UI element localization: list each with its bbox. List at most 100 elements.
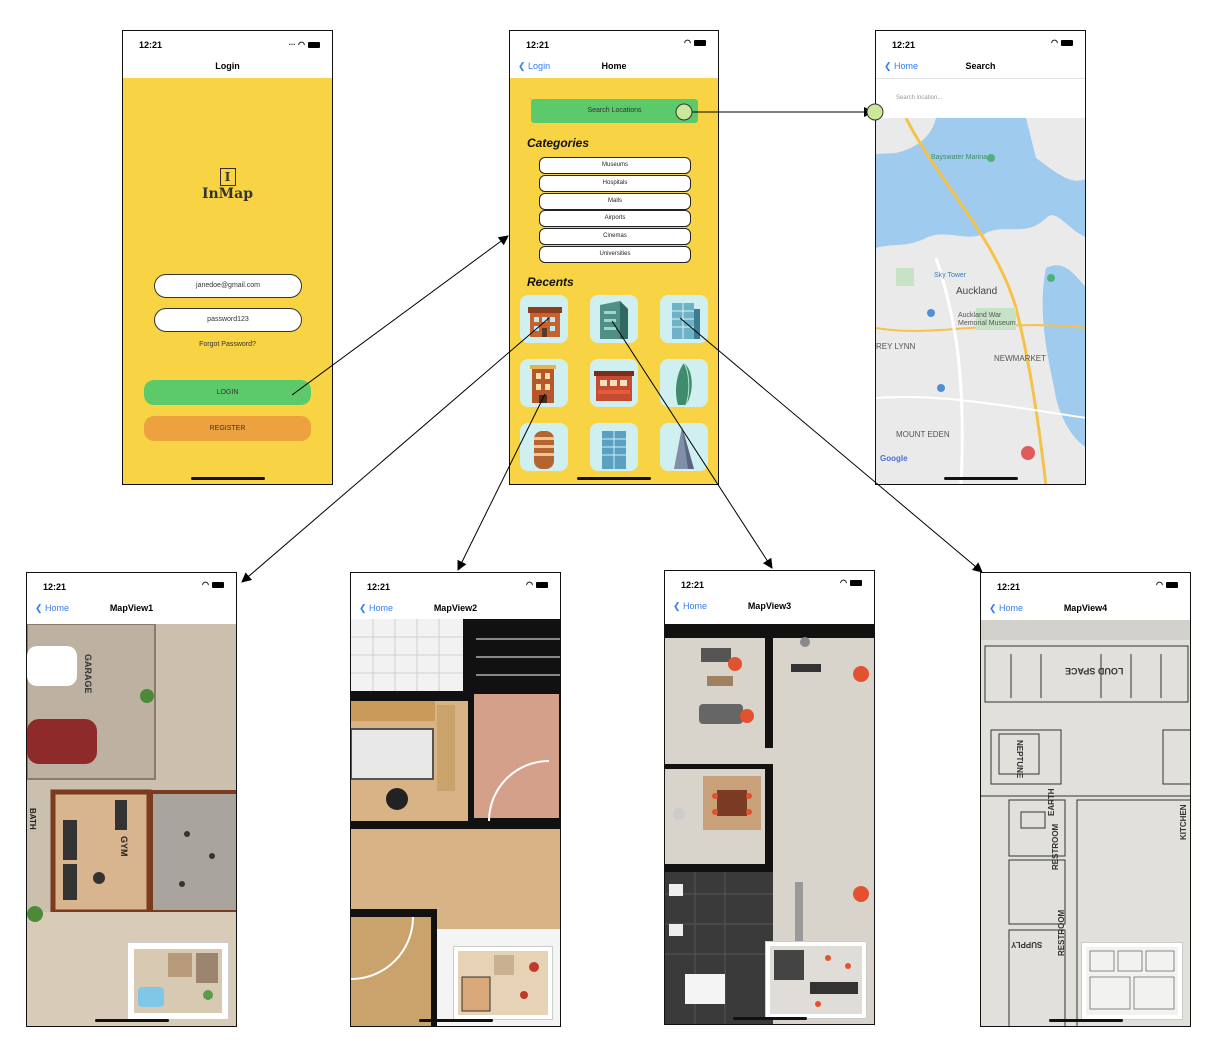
login-button[interactable]: LOGIN (144, 380, 311, 405)
status-bar: 12:21 ◠ (665, 571, 874, 597)
back-button[interactable]: ❮ Home (989, 603, 1023, 614)
battery-icon (308, 41, 320, 48)
status-bar: 12:21 ◠ (351, 573, 560, 599)
nav-bar: ❮ Home MapView1 (27, 599, 236, 619)
status-icons: ····◠ (288, 40, 320, 49)
recent-building-2[interactable] (590, 295, 638, 343)
mapview2-screen: 12:21 ◠ ❮ Home MapView2 (350, 572, 561, 1027)
category-cinemas[interactable]: Cinemas (539, 228, 691, 245)
recent-building-7[interactable] (520, 423, 568, 471)
wifi-icon: ◠ (298, 39, 305, 49)
register-button[interactable]: REGISTER (144, 416, 311, 441)
back-label: Home (683, 601, 708, 611)
google-logo: Google (880, 454, 908, 463)
floorplan-view[interactable] (665, 624, 874, 1024)
map-view[interactable]: Sky Tower Bayswater Marina Auckland Auck… (876, 118, 1085, 484)
password-field[interactable]: password123 (154, 308, 302, 332)
wifi-icon: ◠ (1051, 38, 1058, 47)
floorplan-view[interactable]: GARAGE GYM BATH (27, 624, 236, 1026)
status-time: 12:21 (139, 40, 163, 50)
minimap-graphic (458, 951, 548, 1015)
building-icon (602, 431, 626, 469)
back-button[interactable]: ❮ Home (673, 601, 707, 612)
building-icon (676, 362, 692, 406)
back-label: Home (369, 603, 394, 613)
category-museums[interactable]: Museums (539, 157, 691, 174)
nav-title: Login (215, 61, 240, 71)
back-button[interactable]: ❮ Home (884, 61, 918, 72)
category-malls[interactable]: Malls (539, 193, 691, 210)
status-time: 12:21 (43, 582, 67, 592)
status-bar: 12:21 ◠ (981, 573, 1190, 599)
room-label-earth: EARTH (1047, 788, 1056, 816)
nav-title: MapView3 (747, 601, 792, 611)
room-label-restroom-1: RESTROOM (1051, 823, 1060, 870)
recent-building-9[interactable] (660, 423, 708, 471)
floorplan-view[interactable] (351, 619, 560, 1026)
battery-icon (850, 580, 862, 586)
status-time: 12:21 (892, 40, 916, 50)
nav-title: Search (965, 61, 996, 71)
recent-building-6[interactable] (660, 359, 708, 407)
floorplan-view[interactable]: LOUD SPACE NEPTUNE EARTH KITCHEN RESTROO… (981, 620, 1190, 1026)
building-icon (530, 365, 556, 403)
map-label-newmarket: NEWMARKET (994, 354, 1046, 363)
minimap-graphic (1086, 947, 1178, 1015)
status-icons: ◠ (526, 581, 548, 589)
room-label-gym: GYM (119, 836, 129, 857)
battery-icon (536, 582, 548, 588)
back-label: Login (528, 61, 551, 71)
logo-text: InMap (201, 186, 254, 202)
minimap-thumbnail[interactable] (127, 942, 229, 1020)
recent-building-1[interactable] (520, 295, 568, 343)
map-label-museum: Auckland War Memorial Museum (958, 312, 1016, 327)
recent-building-8[interactable] (590, 423, 638, 471)
search-input[interactable]: Search location... (876, 78, 1085, 118)
back-button[interactable]: ❮ Login (518, 61, 550, 72)
status-icons: ◠ (684, 39, 706, 47)
nav-bar: ❮ Home MapView4 (981, 599, 1190, 619)
status-time: 12:21 (997, 582, 1021, 592)
search-locations-button[interactable]: Search Locations (531, 99, 698, 123)
nav-bar: Login (123, 57, 332, 77)
recent-building-3[interactable] (660, 295, 708, 343)
forgot-password-link[interactable]: Forgot Password? (199, 341, 256, 348)
login-body: I InMap janedoe@gmail.com password123 Fo… (123, 78, 332, 484)
email-field[interactable]: janedoe@gmail.com (154, 274, 302, 298)
minimap-graphic (134, 949, 222, 1013)
recent-building-4[interactable] (520, 359, 568, 407)
home-indicator (190, 477, 265, 480)
mapview4-screen: 12:21 ◠ ❮ Home MapView4 LOUD SPACE (980, 572, 1191, 1027)
room-label-neptune: NEPTUNE (1015, 740, 1024, 779)
home-indicator (577, 477, 651, 480)
recent-building-5[interactable] (590, 359, 638, 407)
login-screen: 12:21 ····◠ Login I InMap janedoe@gmail.… (122, 30, 333, 485)
back-button[interactable]: ❮ Home (359, 603, 393, 614)
home-indicator (94, 1019, 169, 1022)
logo-letter-box: I (219, 168, 236, 186)
map-graphic (876, 118, 1085, 484)
building-icon (674, 427, 694, 469)
map-label-rey-lynn: REY LYNN (876, 342, 916, 351)
minimap-thumbnail[interactable] (1081, 942, 1183, 1020)
status-bar: 12:21 ◠ (876, 31, 1085, 57)
map-label-mount-eden: MOUNT EDEN (896, 430, 950, 439)
category-universities[interactable]: Universities (539, 246, 691, 263)
nav-title: MapView2 (433, 603, 478, 613)
status-time: 12:21 (681, 580, 705, 590)
category-hospitals[interactable]: Hospitals (539, 175, 691, 192)
home-screen: 12:21 ◠ ❮ Login Home Search Locations Ca… (509, 30, 719, 485)
app-logo: I InMap (123, 166, 332, 202)
room-label-kitchen: KITCHEN (1179, 804, 1188, 840)
chevron-left-icon: ❮ (35, 603, 46, 613)
minimap-thumbnail[interactable] (765, 941, 867, 1019)
category-airports[interactable]: Airports (539, 210, 691, 227)
minimap-thumbnail[interactable] (453, 946, 553, 1020)
mapview3-screen: 12:21 ◠ ❮ Home MapView3 (664, 570, 875, 1025)
map-label-bayswater: Bayswater Marina (931, 154, 988, 161)
map-label-sky-tower: Sky Tower (934, 272, 967, 279)
building-icon (528, 307, 562, 337)
back-button[interactable]: ❮ Home (35, 603, 69, 614)
nav-bar: ❮ Home MapView3 (665, 597, 874, 617)
minimap-graphic (770, 946, 862, 1014)
